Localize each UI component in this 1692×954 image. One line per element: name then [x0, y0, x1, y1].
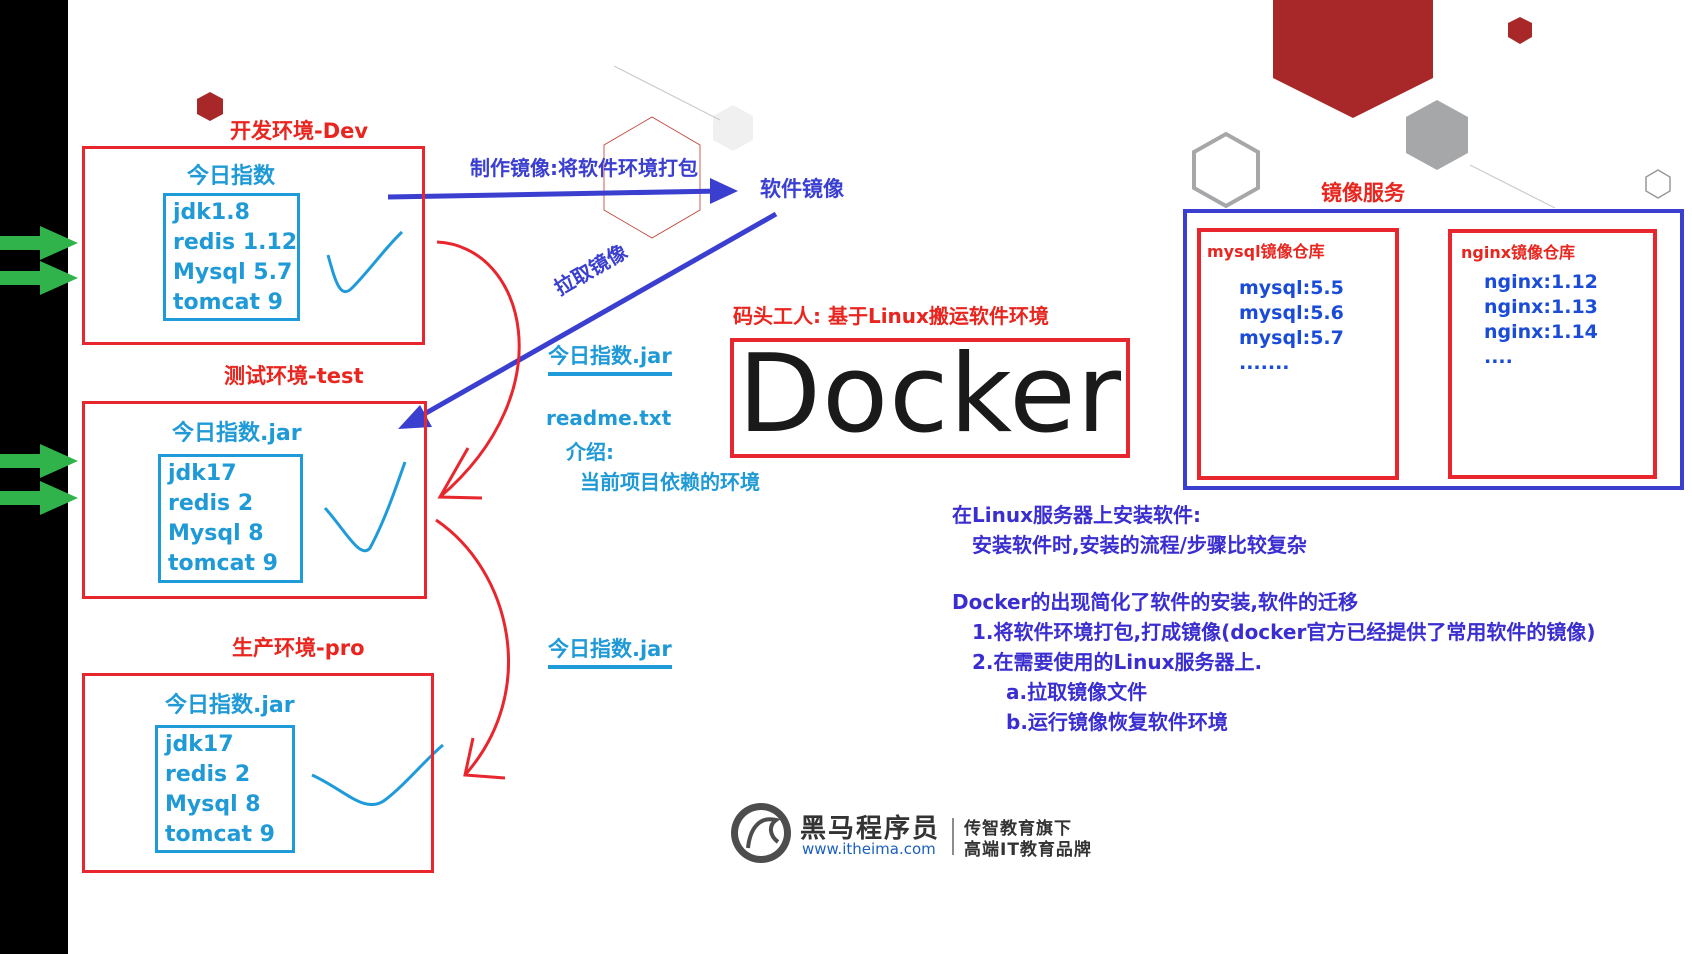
note-line-5: 2.在需要使用的Linux服务器上.	[972, 650, 1263, 674]
repo-item: mysql:5.5	[1239, 277, 1344, 299]
logo-brand: 黑马程序员	[800, 814, 941, 844]
software-image-label: 软件镜像	[760, 177, 844, 201]
note-line-2: 安装软件时,安装的流程/步骤比较复杂	[972, 533, 1307, 557]
green-arrow-4	[0, 481, 78, 515]
dep-item: Mysql 8	[168, 521, 264, 546]
make-image-arrowhead	[710, 178, 738, 204]
left-black-bar	[0, 0, 68, 954]
dep-item: jdk17	[168, 461, 237, 486]
red-curve-test-pro-head	[463, 737, 506, 780]
pro-deps-box: jdk17 redis 2 Mysql 8 tomcat 9	[155, 725, 295, 853]
mysql-repo-box	[1197, 228, 1399, 480]
repo-item: nginx:1.13	[1484, 296, 1598, 318]
repo-item: ....	[1484, 346, 1513, 368]
make-image-label: 制作镜像:将软件环境打包	[470, 156, 698, 180]
dark-red-hexagon-large	[1273, 0, 1433, 118]
dep-item: Mysql 5.7	[173, 260, 293, 285]
green-arrow-3	[0, 444, 78, 478]
repo-item: .......	[1239, 352, 1290, 374]
nginx-repo-title: nginx镜像仓库	[1461, 243, 1576, 262]
jar-label-test: 今日指数.jar	[548, 340, 672, 376]
note-line-4: 1.将软件环境打包,打成镜像(docker官方已经提供了常用软件的镜像)	[972, 620, 1596, 644]
red-curve-dev-test	[436, 240, 521, 499]
registry-box	[1183, 209, 1684, 490]
pull-image-arrowhead	[398, 405, 432, 429]
pull-image-arrow	[410, 211, 778, 424]
green-arrow-2	[0, 261, 78, 295]
make-image-arrow	[387, 188, 723, 200]
readme-file: readme.txt	[546, 406, 672, 430]
dep-item: redis 2	[165, 762, 251, 787]
repo-item: mysql:5.6	[1239, 302, 1344, 324]
mysql-repo-title: mysql镜像仓库	[1207, 242, 1325, 261]
repo-item: nginx:1.12	[1484, 271, 1598, 293]
repo-item: nginx:1.14	[1484, 321, 1598, 343]
dev-deps-box: jdk1.8 redis 1.12 Mysql 5.7 tomcat 9	[163, 193, 300, 321]
note-line-3: Docker的出现简化了软件的安装,软件的迁移	[952, 590, 1358, 614]
dark-red-hexagon-small	[1508, 17, 1532, 44]
decor-line-1	[613, 65, 721, 121]
readme-desc: 当前项目依赖的环境	[580, 470, 760, 494]
docker-subtitle: 码头工人: 基于Linux搬运软件环境	[733, 304, 1049, 328]
nginx-repo-box	[1448, 229, 1657, 479]
mysql-repo-list: mysql:5.5 mysql:5.6 mysql:5.7 .......	[1239, 276, 1344, 376]
dep-item: tomcat 9	[165, 822, 275, 847]
note-line-6: a.拉取镜像文件	[1006, 680, 1148, 704]
checkmark-dev	[326, 230, 404, 293]
note-line-7: b.运行镜像恢复软件环境	[1006, 710, 1228, 734]
outline-hexagon	[1192, 131, 1260, 209]
checkmark-pro	[311, 743, 444, 807]
dev-box-title: 今日指数	[187, 164, 276, 189]
logo-slogan-1: 传智教育旗下	[964, 819, 1072, 839]
note-line-1: 在Linux服务器上安装软件:	[952, 503, 1201, 527]
dep-item: redis 1.12	[173, 230, 298, 255]
red-curve-test-pro	[435, 518, 510, 776]
dep-item: jdk1.8	[173, 200, 250, 225]
readme-intro: 介绍:	[566, 440, 614, 464]
green-arrows	[0, 226, 78, 515]
checkmark-test	[323, 461, 407, 553]
test-deps-box: jdk17 redis 2 Mysql 8 tomcat 9	[158, 454, 303, 583]
outline-hexagon-small	[1645, 169, 1671, 199]
docker-box	[730, 338, 1130, 458]
dep-item: Mysql 8	[165, 792, 261, 817]
docker-logo-text: Docker	[737, 332, 1123, 457]
nginx-repo-list: nginx:1.12 nginx:1.13 nginx:1.14 ....	[1484, 270, 1598, 370]
registry-title: 镜像服务	[1321, 181, 1405, 205]
test-env-title: 测试环境-test	[224, 364, 364, 388]
dev-env-title: 开发环境-Dev	[230, 119, 369, 143]
light-gray-hexagon	[713, 105, 753, 151]
pro-env-title: 生产环境-pro	[232, 636, 365, 660]
dep-item: tomcat 9	[173, 290, 283, 315]
dev-env-box	[82, 146, 425, 345]
logo-slogan-2: 高端IT教育品牌	[964, 840, 1092, 860]
green-arrow-1	[0, 226, 78, 260]
dep-item: tomcat 9	[168, 551, 278, 576]
test-box-title: 今日指数.jar	[172, 421, 302, 446]
red-curve-dev-test-head	[437, 447, 483, 500]
gray-hexagon	[1406, 100, 1468, 170]
dep-item: jdk17	[165, 732, 234, 757]
thin-red-hexagon	[603, 116, 701, 239]
decor-line-2	[1469, 164, 1556, 209]
repo-item: mysql:5.7	[1239, 327, 1344, 349]
pro-env-box	[82, 673, 434, 873]
pro-box-title: 今日指数.jar	[165, 693, 295, 718]
dep-item: redis 2	[168, 491, 254, 516]
logo-url: www.itheima.com	[802, 840, 936, 858]
dark-red-hexagon-left	[197, 92, 223, 121]
test-env-box	[82, 401, 427, 599]
jar-label-pro: 今日指数.jar	[548, 633, 672, 669]
